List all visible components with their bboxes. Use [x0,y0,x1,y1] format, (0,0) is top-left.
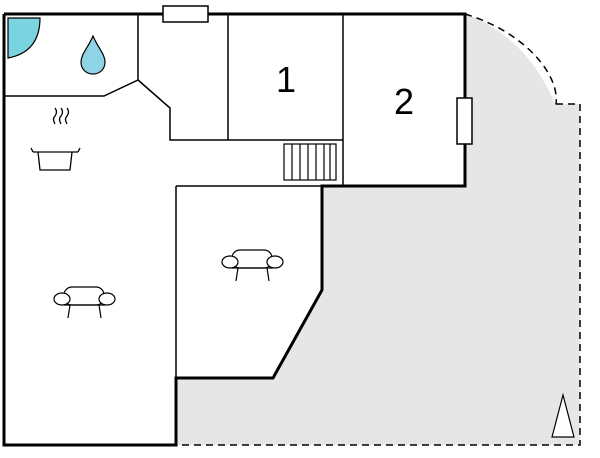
north-arrow-icon [551,392,575,438]
window-top [162,5,209,23]
terrace-floor [176,104,580,445]
window-right [456,97,473,145]
room-2-label: 2 [394,81,414,122]
room-1-label: 1 [276,59,296,100]
shower-icon [7,17,41,59]
sofa-icon [221,249,284,282]
bathroom-wall-bottom [4,79,139,97]
interior-walls [4,14,344,378]
water-drop-icon [80,34,106,75]
terrace [176,13,581,446]
hall-wall [137,79,228,141]
cooking-pot-icon [30,107,81,171]
stairs-icon [283,143,337,181]
terrace-edge-dashed [176,103,581,446]
sofa-icon-2 [53,286,116,319]
